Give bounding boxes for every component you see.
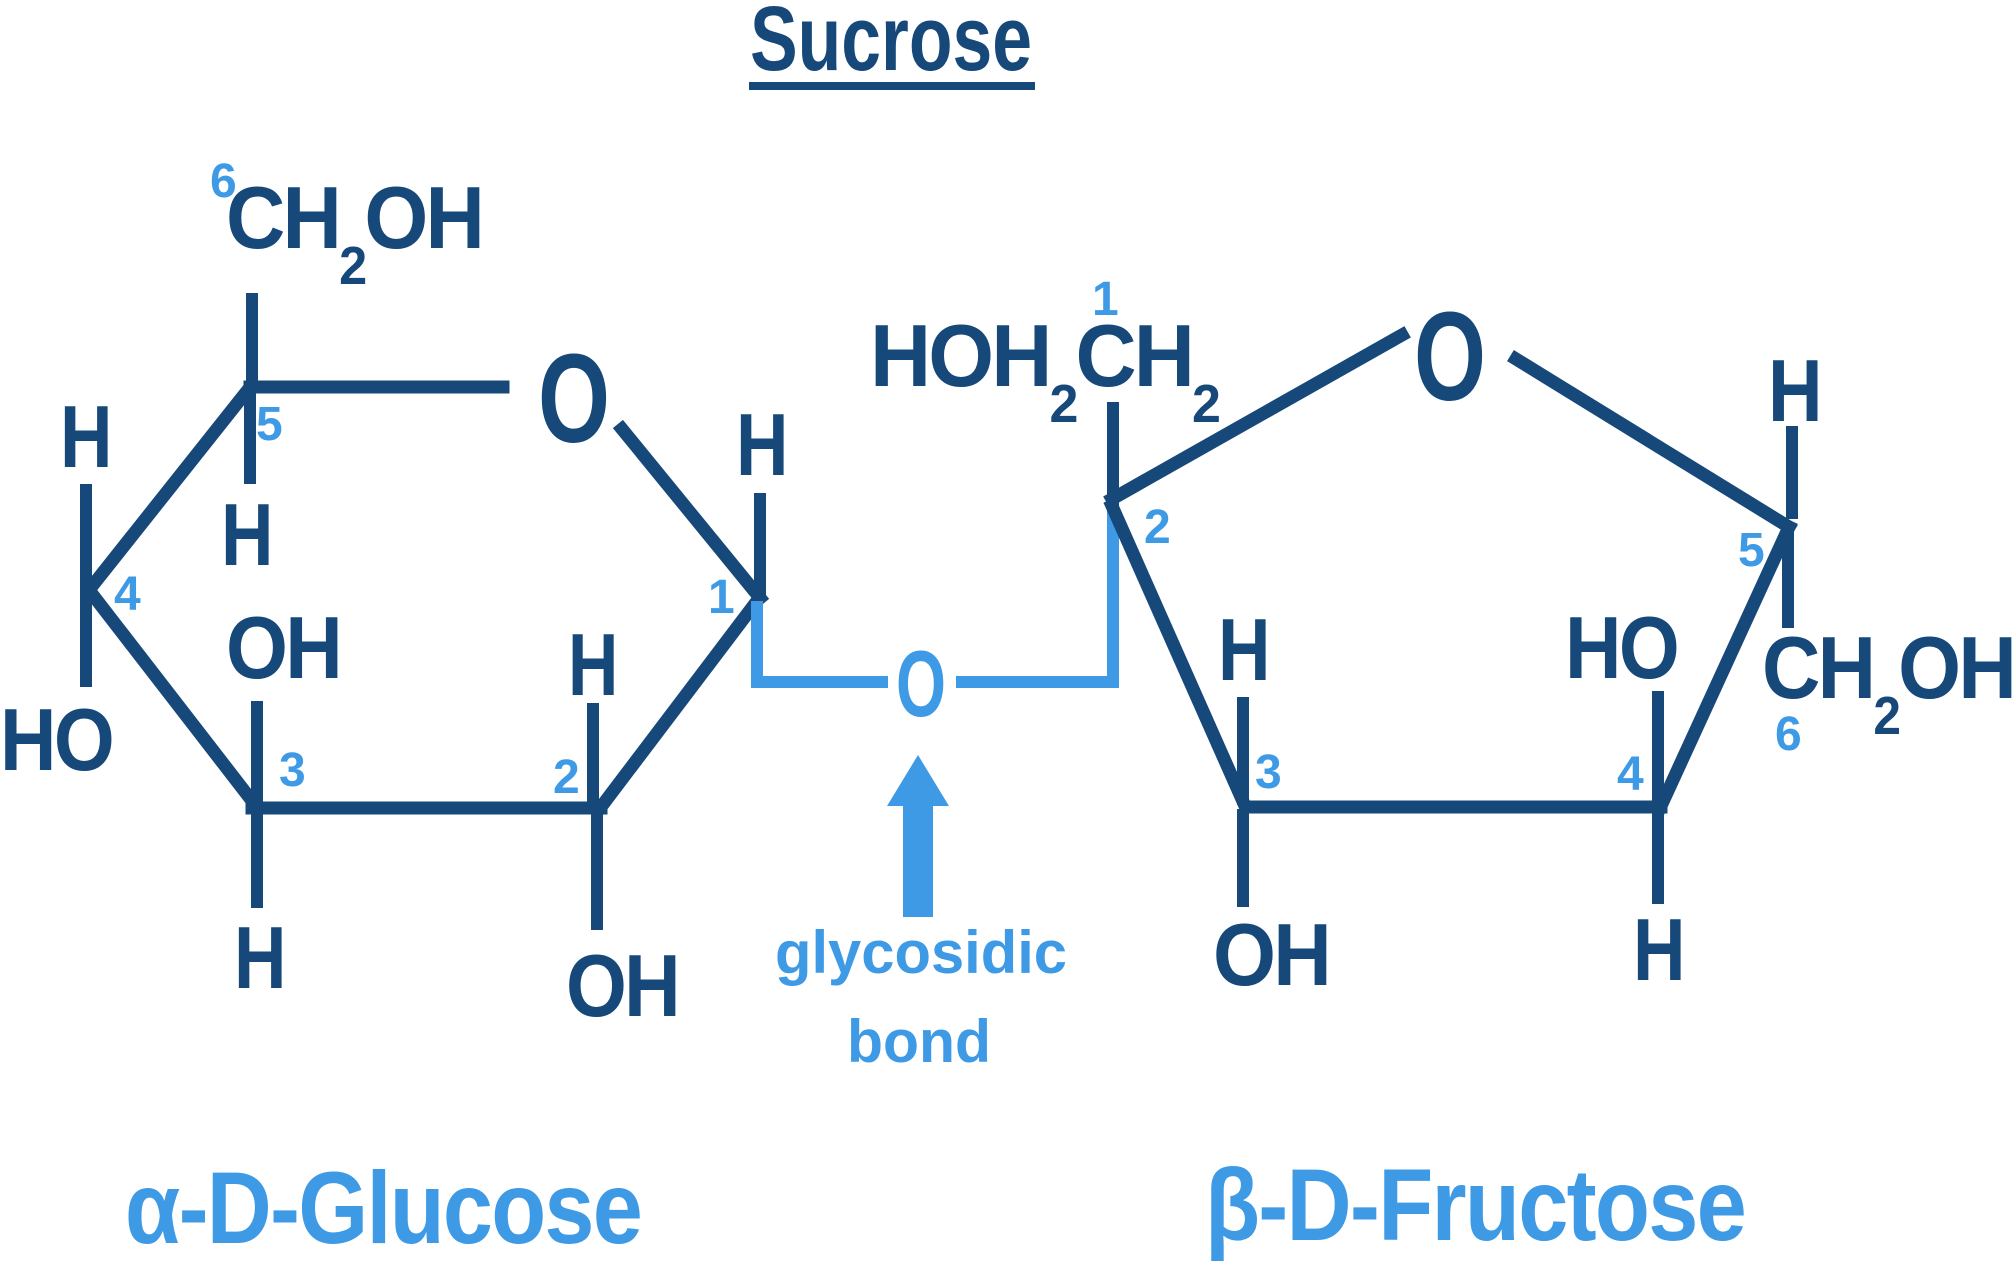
glucose-c6-group-label: CH2OH — [226, 168, 482, 296]
glycosidic-arrow-icon — [887, 755, 949, 917]
glucose-c3-number: 3 — [279, 744, 304, 797]
glycosidic-bond: O glycosidic bond — [751, 509, 1119, 1075]
fructose-c3-number: 3 — [1255, 746, 1280, 799]
glycosidic-label-line1: glycosidic — [775, 919, 1067, 986]
glucose-c3-oh-label: OH — [226, 598, 340, 697]
fructose-c3-oh-label: OH — [1213, 905, 1329, 1004]
glucose-structure: O CH2OH H H HO OH H H OH H 6 5 4 3 2 1 — [0, 155, 789, 1035]
fructose-c5-number: 5 — [1738, 524, 1764, 577]
glucose-c6-number: 6 — [210, 155, 235, 208]
glucose-c2-number: 2 — [553, 751, 578, 804]
glucose-c2-oh-label: OH — [566, 936, 678, 1035]
fructose-bond-c3-c2 — [1103, 497, 1254, 815]
glucose-c5-h-label: H — [221, 485, 271, 584]
glycosidic-bond-right-segment — [956, 509, 1119, 688]
fructose-bond-c2-o — [1103, 326, 1411, 508]
glucose-c1-number: 1 — [708, 571, 734, 624]
fructose-c4-ho-label: HO — [1565, 598, 1677, 697]
fructose-c2-number: 2 — [1144, 501, 1169, 554]
glucose-bond-c3-c4 — [79, 580, 266, 816]
fructose-c4-number: 4 — [1617, 748, 1644, 801]
fructose-c6-group-label: CH2OH — [1762, 618, 2014, 746]
glycosidic-bond-left-segment — [751, 601, 888, 688]
fructose-c4-h-label: H — [1633, 900, 1683, 999]
glucose-c4-h-label: H — [60, 387, 110, 486]
glycosidic-label-line2: bond — [847, 1008, 991, 1075]
page-title: Sucrose — [750, 0, 1032, 90]
fructose-name-label: β-D-Fructose — [1205, 1148, 1745, 1261]
glycosidic-oxygen-label: O — [896, 631, 946, 736]
fructose-structure: O HOH2CH2 CH2OH H HO H H OH 1 2 5 6 4 3 — [870, 273, 2016, 1004]
glucose-bond-c4-c5 — [79, 376, 261, 600]
glucose-bond-c1-c2 — [591, 591, 767, 817]
glucose-name-label: α-D-Glucose — [125, 1151, 641, 1261]
fructose-c3-h-label: H — [1218, 600, 1268, 699]
glucose-ring-oxygen-label: O — [538, 328, 610, 469]
glucose-c1-h-label: H — [736, 395, 786, 494]
fructose-c6-number: 6 — [1775, 708, 1800, 761]
glucose-c4-number: 4 — [114, 568, 141, 621]
fructose-bond-o-c5 — [1507, 350, 1798, 536]
fructose-c1-group-label: HOH2CH2 — [870, 306, 1219, 434]
fructose-c1-number: 1 — [1092, 273, 1118, 326]
glucose-c5-number: 5 — [256, 398, 282, 451]
fructose-bond-c5-c4 — [1652, 518, 1798, 815]
fructose-ring-oxygen-label: O — [1414, 286, 1486, 427]
title-underline — [749, 82, 1035, 90]
fructose-c5-h-label: H — [1768, 341, 1820, 440]
glucose-c4-ho-label: HO — [0, 690, 112, 789]
glucose-c2-h-label: H — [568, 615, 616, 714]
glucose-bond-o-c1 — [612, 419, 770, 608]
glucose-c3-h-label: H — [234, 908, 284, 1007]
